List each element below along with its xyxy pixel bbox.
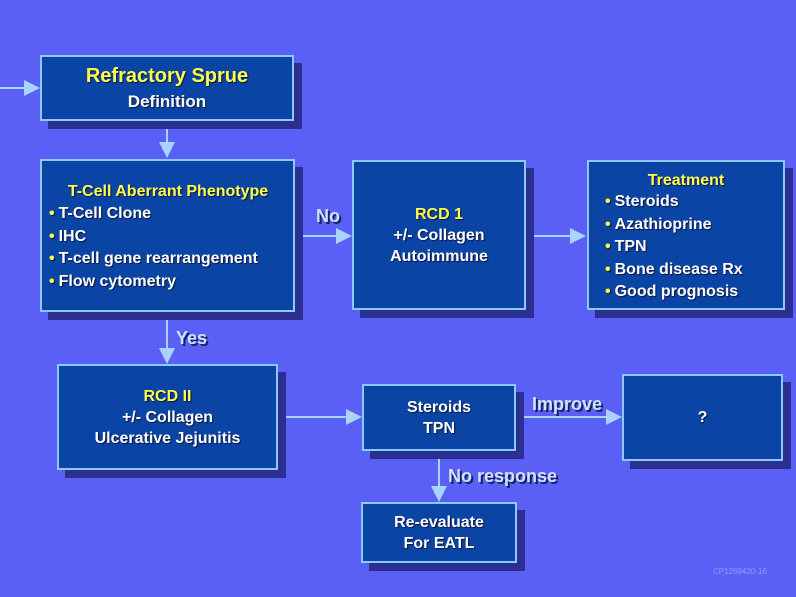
bullet-icon: • (49, 227, 55, 245)
tcell-item: •IHC (49, 226, 293, 249)
tcell-item: •Flow cytometry (49, 271, 293, 294)
definition-box: Refractory Sprue Definition (40, 55, 294, 121)
tcell-title: T-Cell Aberrant Phenotype (67, 183, 269, 200)
tcell-item-text: IHC (58, 227, 87, 245)
treatment-item-text: Bone disease Rx (614, 260, 743, 278)
treatment-list: •Steroids •Azathioprine •TPN •Bone disea… (605, 191, 783, 304)
edge-label-improve: Improve (532, 394, 603, 414)
treatment-item-text: Azathioprine (614, 215, 712, 233)
definition-title: Refractory Sprue (85, 64, 249, 87)
treatment-item: •Bone disease Rx (605, 259, 783, 282)
tcell-item-text: T-cell gene rearrangement (58, 250, 258, 267)
treatment-item: •Azathioprine (605, 214, 783, 237)
treatment-box: Treatment •Steroids •Azathioprine •TPN •… (587, 160, 785, 310)
tcell-item: •T-Cell Clone (49, 203, 293, 226)
tcell-item-text: Flow cytometry (58, 272, 176, 290)
reevaluate-box: Re-evaluate For EATL (361, 502, 517, 563)
edge-label-yes: Yes (176, 328, 208, 348)
treatment-item: •Good prognosis (605, 281, 783, 304)
edge-label-no: No (316, 206, 340, 226)
reevaluate-line: For EATL (403, 534, 475, 552)
bullet-icon: • (49, 205, 55, 222)
rcd1-box: RCD 1 +/- Collagen Autoimmune (352, 160, 526, 310)
steroids-line: Steroids (406, 398, 471, 416)
bullet-icon: • (605, 283, 611, 300)
rcd2-title: RCD II (143, 387, 192, 405)
treatment-item-text: Good prognosis (614, 283, 739, 300)
steroids-line: TPN (423, 419, 455, 437)
tcell-item: •T-cell gene rearrangement (49, 248, 293, 271)
bullet-icon: • (605, 215, 611, 233)
rcd1-title: RCD 1 (414, 205, 463, 223)
rcd2-line: Ulcerative Jejunitis (94, 429, 241, 447)
edge-label-no-response: No response (448, 466, 558, 486)
bullet-icon: • (49, 250, 55, 267)
bullet-icon: • (605, 238, 611, 255)
definition-subtitle: Definition (127, 91, 207, 111)
rcd2-line: +/- Collagen (121, 408, 214, 426)
steroids-box: Steroids TPN (362, 384, 516, 451)
rcd1-line: +/- Collagen (393, 226, 485, 244)
treatment-item: •TPN (605, 236, 783, 259)
unknown-text: ? (697, 408, 708, 426)
bullet-icon: • (49, 272, 55, 290)
tcell-box: T-Cell Aberrant Phenotype •T-Cell Clone … (40, 159, 295, 312)
bullet-icon: • (605, 193, 611, 210)
treatment-item: •Steroids (605, 191, 783, 214)
rcd1-line: Autoimmune (390, 247, 488, 265)
tcell-item-text: T-Cell Clone (58, 205, 152, 222)
slide-code: CP1269420-16 (713, 567, 767, 576)
treatment-item-text: Steroids (614, 193, 679, 210)
treatment-item-text: TPN (614, 238, 647, 255)
unknown-box: ? (622, 374, 783, 461)
reevaluate-line: Re-evaluate (394, 513, 484, 531)
bullet-icon: • (605, 260, 611, 278)
treatment-title: Treatment (647, 172, 725, 189)
rcd2-box: RCD II +/- Collagen Ulcerative Jejunitis (57, 364, 278, 470)
tcell-list: •T-Cell Clone •IHC •T-cell gene rearrang… (49, 203, 293, 293)
